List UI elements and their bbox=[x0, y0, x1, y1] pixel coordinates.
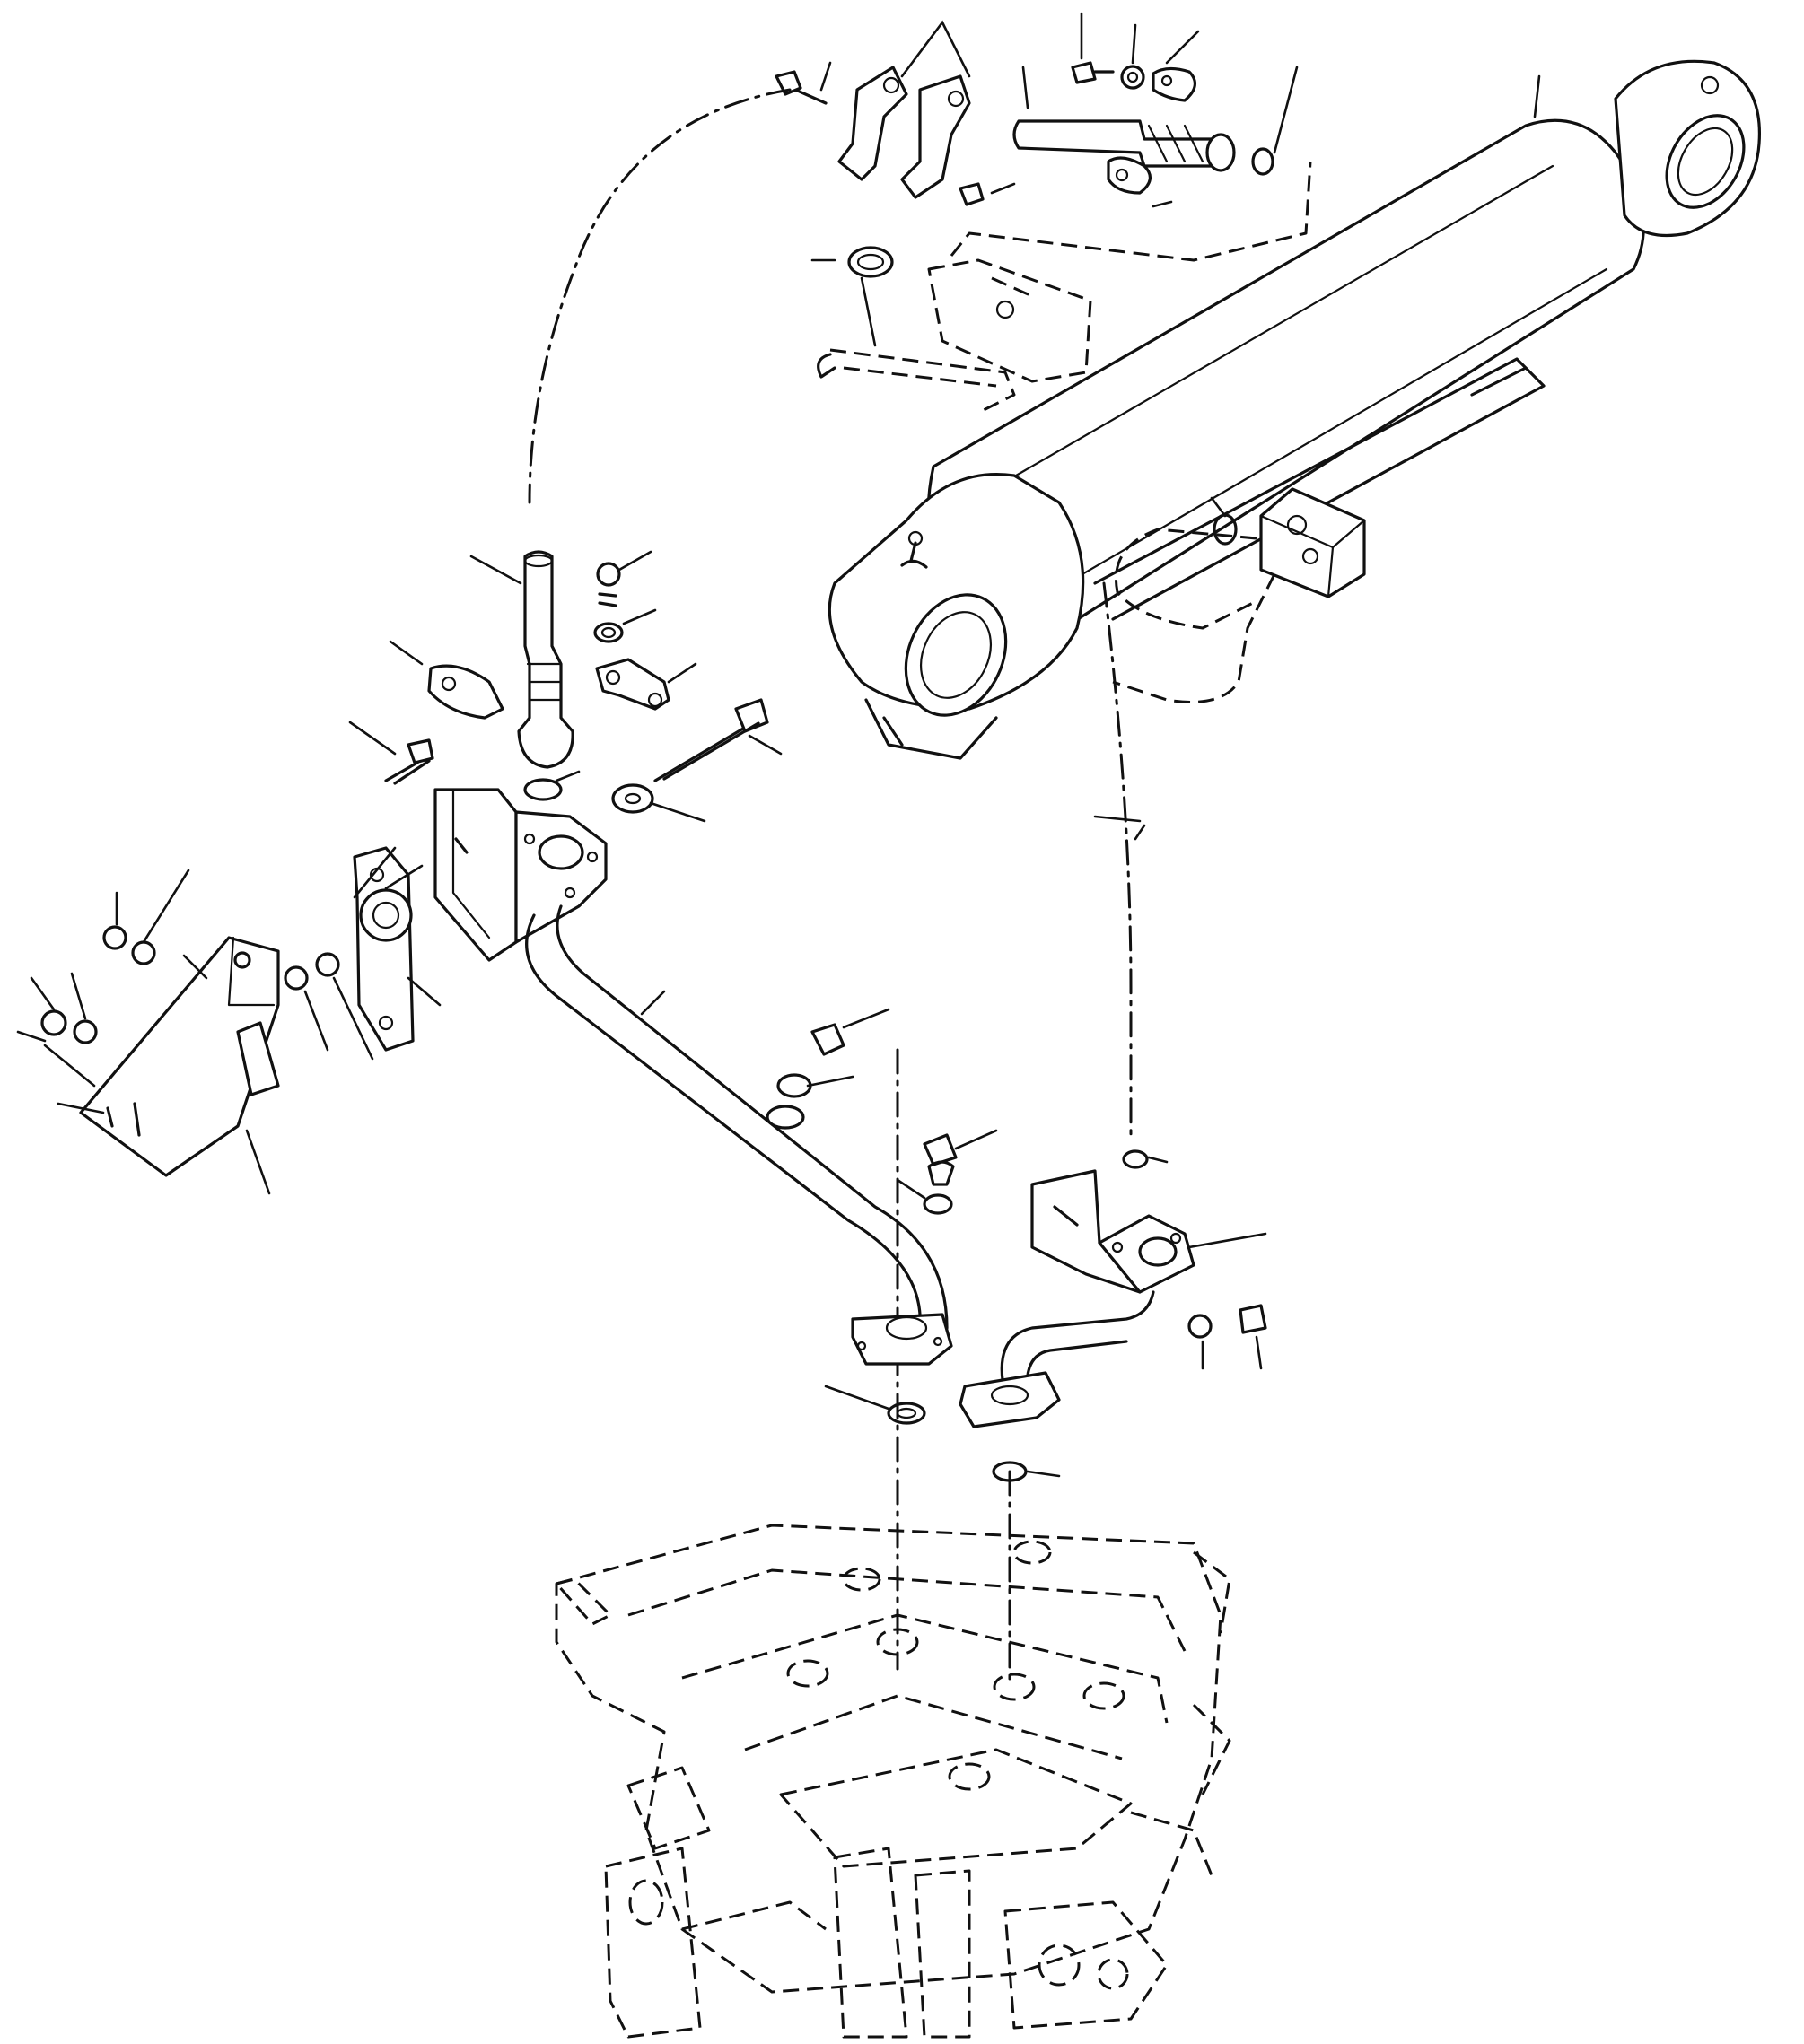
connector-lines bbox=[528, 88, 1133, 1689]
lower-pipe bbox=[525, 904, 953, 1425]
pipe-fasteners bbox=[776, 1023, 958, 1215]
tube-clamp bbox=[427, 562, 670, 720]
left-mount bbox=[40, 846, 415, 1177]
leader-lines bbox=[16, 12, 1541, 1478]
cylinder-end-block bbox=[1112, 487, 1366, 703]
short-pipe bbox=[959, 1290, 1155, 1482]
vertical-pipe bbox=[517, 550, 574, 801]
second-bracket bbox=[1030, 1149, 1267, 1339]
control-valve bbox=[555, 1524, 1231, 2039]
upper-pipe-fitting bbox=[775, 61, 1312, 415]
support-bracket bbox=[433, 788, 608, 962]
long-bolt bbox=[384, 698, 769, 814]
hydraulic-cylinder bbox=[828, 59, 1762, 760]
